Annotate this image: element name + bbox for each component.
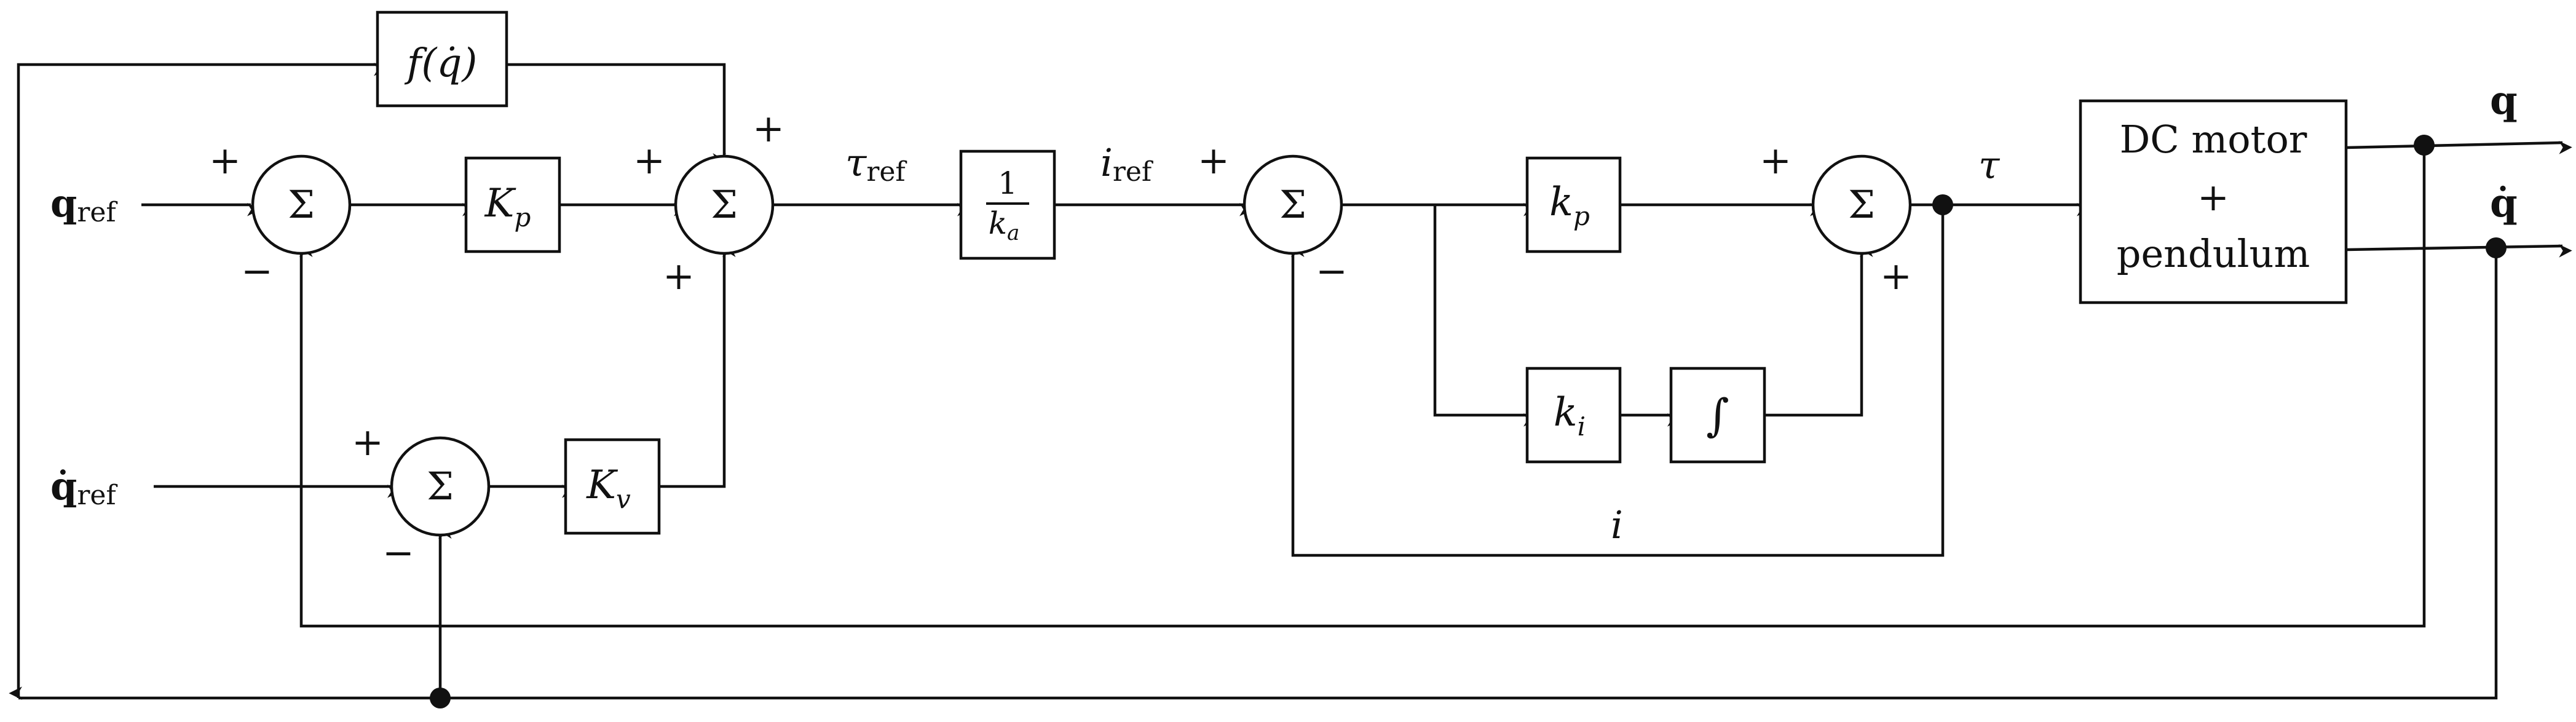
sign-sum5-plus-bottom: + (1880, 253, 1912, 298)
wire-friction-to-sum2 (507, 63, 726, 167)
output-q: q (2490, 77, 2518, 124)
sign-sum2-plus-top: + (753, 106, 784, 151)
junction-q (2414, 135, 2435, 156)
sign-sum5-plus-left: + (1760, 138, 1792, 183)
ki-label: ki (1554, 390, 1586, 442)
wires (9, 63, 2572, 700)
sign-sum2-plus-bottom: + (663, 253, 695, 298)
plant-block: DC motor + pendulum (2079, 99, 2348, 304)
kv-block: Kv (564, 438, 661, 535)
wire-plant-to-q (2345, 141, 2572, 154)
wire-branch-to-ki (1433, 205, 1537, 427)
sign-sum3-plus: + (352, 419, 384, 464)
signal-current: i (1611, 502, 1623, 547)
blocks: f(q̇) Kp Kv 1 ka kp ki (376, 10, 2348, 535)
junction-qd-feedback (430, 688, 451, 708)
integrator-symbol: ∫ (1706, 389, 1729, 441)
sum-current-error: Σ (1243, 154, 1343, 255)
input-qd-ref: q̇ref (50, 464, 117, 511)
wire-kv-to-sum2 (659, 244, 736, 488)
wire-current-feedback (1291, 205, 1945, 557)
kv-label: Kv (586, 462, 631, 514)
wire-position-feedback (299, 145, 2426, 628)
inverse-ka-numerator: 1 (998, 165, 1017, 201)
summing-junctions: Σ Σ Σ Σ Σ (251, 154, 1912, 537)
signal-labels: qref q̇ref τref iref τ i q q̇ (50, 77, 2518, 547)
output-qd: q̇ (2490, 180, 2518, 226)
sum-symbol: Σ (288, 182, 315, 227)
signal-i-ref: iref (1100, 140, 1153, 188)
inverse-ka-block: 1 ka (959, 149, 1056, 260)
wire-velocity-feedback (9, 248, 2498, 700)
sum-symbol: Σ (1848, 182, 1875, 227)
sign-sum1-minus: − (241, 248, 273, 293)
sign-sum3-minus: − (382, 530, 414, 575)
wire-integrator-to-sum5 (1764, 244, 1873, 417)
sum-symbol: Σ (1279, 182, 1306, 227)
sum-symbol: Σ (711, 182, 738, 227)
integrator-block: ∫ (1669, 367, 1766, 464)
sum-pi-output: Σ (1811, 154, 1912, 255)
wire-feedforward-to-friction (17, 63, 387, 698)
sign-sum4-minus: − (1316, 248, 1348, 293)
friction-block: f(q̇) (376, 10, 508, 108)
wire-plant-to-qd (2345, 244, 2572, 258)
sum-torque-reference: Σ (674, 154, 775, 255)
kp-outer-block: Kp (464, 156, 561, 253)
friction-label: f(q̇) (405, 41, 478, 86)
sum-velocity-error: Σ (390, 436, 491, 537)
plant-line-2: + (2197, 175, 2229, 220)
sum-position-error: Σ (251, 154, 352, 255)
input-q-ref: qref (50, 181, 117, 228)
kp-outer-label: Kp (484, 181, 531, 232)
signal-tau: τ (1978, 143, 2001, 188)
kp-inner-label: kp (1549, 180, 1590, 231)
inverse-ka-denominator: ka (989, 205, 1020, 245)
sign-sum2-plus-left: + (633, 138, 665, 183)
sign-labels: + − + + + + − + − + + (209, 106, 1912, 575)
junction-qd (2486, 237, 2507, 258)
plant-line-1: DC motor (2120, 117, 2307, 162)
sum-symbol: Σ (427, 464, 454, 509)
junctions (430, 135, 2507, 708)
junction-tau (1932, 194, 1953, 215)
kp-inner-block: kp (1525, 156, 1622, 253)
ki-block: ki (1525, 367, 1622, 464)
signal-tau-ref: τref (845, 140, 907, 188)
plant-line-3: pendulum (2117, 231, 2310, 276)
sign-sum1-plus: + (209, 138, 241, 183)
sign-sum4-plus: + (1198, 138, 1230, 183)
